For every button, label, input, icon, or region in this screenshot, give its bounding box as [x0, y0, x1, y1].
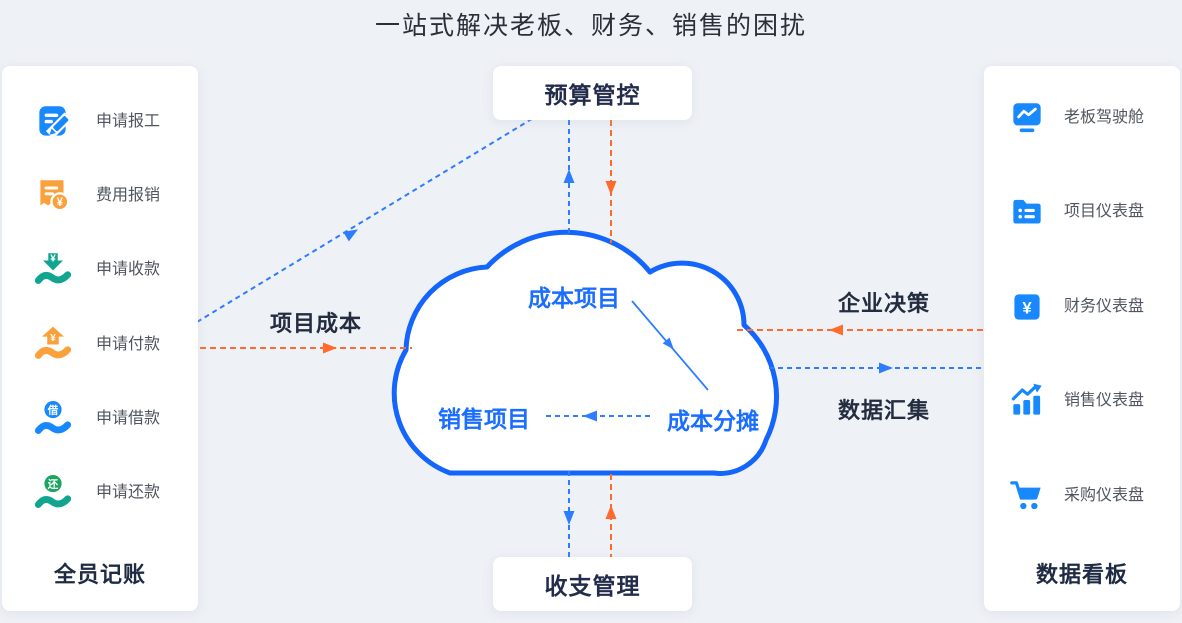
edge-project-cost — [190, 342, 412, 354]
edge-data-aggregation — [769, 362, 984, 374]
list-item-label: 采购仪表盘 — [1064, 487, 1145, 504]
svg-text:¥: ¥ — [50, 333, 56, 344]
boss-cockpit-icon — [1013, 103, 1041, 133]
list-item-label: 申请付款 — [96, 336, 161, 353]
list-item-label: 申请收款 — [96, 261, 161, 278]
node-income-expense: 收支管理 — [493, 557, 692, 611]
arrowhead-icon — [323, 342, 337, 354]
left-panel-accounting: 申请报工 ¥ 费用报销 ¥ 申请收款 ¥ — [2, 66, 198, 611]
node-budget-control: 预算管控 — [493, 66, 692, 120]
arrowhead-icon — [583, 410, 597, 422]
arrowhead-icon — [563, 511, 575, 525]
repay-icon: 还 — [34, 474, 72, 508]
list-item-label: 销售仪表盘 — [1064, 392, 1145, 409]
arrowhead-icon — [343, 229, 358, 242]
cloud-label-cost-project: 成本项目 — [528, 285, 620, 311]
svg-text:借: 借 — [47, 404, 59, 417]
page-title: 一站式解决老板、财务、销售的困扰 — [374, 12, 807, 40]
edge-label-enterprise-decision: 企业决策 — [837, 291, 930, 316]
arrowhead-icon — [662, 337, 674, 350]
finance-dashboard-icon: ¥ — [1014, 294, 1040, 320]
receive-payment-icon: ¥ — [34, 253, 72, 284]
svg-text:¥: ¥ — [1022, 298, 1032, 317]
edge-enterprise-decision — [737, 324, 984, 336]
right-panel-title: 数据看板 — [1035, 562, 1128, 587]
borrow-icon: 借 — [34, 400, 72, 434]
left-panel-title: 全员记账 — [53, 562, 146, 587]
svg-text:¥: ¥ — [50, 254, 56, 265]
right-panel-dashboards: 老板驾驶舱 项目仪表盘 ¥ 财务仪表盘 — [984, 66, 1180, 611]
arrowhead-icon — [829, 324, 843, 336]
purchase-dashboard-icon — [1010, 481, 1041, 510]
edge-income-to-cloud — [605, 474, 617, 557]
list-item-label: 财务仪表盘 — [1064, 298, 1145, 315]
list-item-label: 申请还款 — [96, 484, 161, 501]
cloud-label-sales-project: 销售项目 — [438, 406, 530, 432]
make-payment-icon: ¥ — [34, 326, 72, 359]
svg-text:¥: ¥ — [57, 197, 64, 209]
list-item-label: 老板驾驶舱 — [1064, 109, 1145, 126]
arrowhead-icon — [879, 362, 893, 374]
svg-text:还: 还 — [47, 478, 59, 491]
edge-allocation-to-sales — [546, 410, 650, 422]
arrowhead-icon — [605, 505, 617, 519]
receipt-yuan-icon: ¥ — [40, 180, 70, 212]
edge-cloud-to-budget — [563, 120, 575, 235]
arrowhead-icon — [605, 181, 617, 195]
edge-cost-to-allocation — [631, 300, 709, 391]
edge-label-project-cost: 项目成本 — [269, 311, 362, 336]
edge-budget-to-cloud — [605, 120, 617, 243]
list-item-label: 申请借款 — [96, 410, 161, 427]
list-item-label: 申请报工 — [96, 113, 161, 130]
cloud-label-cost-allocation: 成本分摊 — [667, 408, 759, 434]
list-item-label: 费用报销 — [96, 187, 161, 204]
project-dashboard-icon — [1013, 199, 1041, 224]
list-item-label: 项目仪表盘 — [1064, 203, 1145, 220]
edge-label-data-aggregation: 数据汇集 — [837, 398, 930, 423]
arrowhead-icon — [563, 169, 575, 183]
edge-left-to-budget — [196, 113, 541, 323]
cloud-shape — [391, 229, 779, 476]
note-pen-icon — [39, 106, 72, 139]
sales-dashboard-icon — [1011, 383, 1042, 415]
edge-cloud-to-income — [563, 471, 575, 557]
